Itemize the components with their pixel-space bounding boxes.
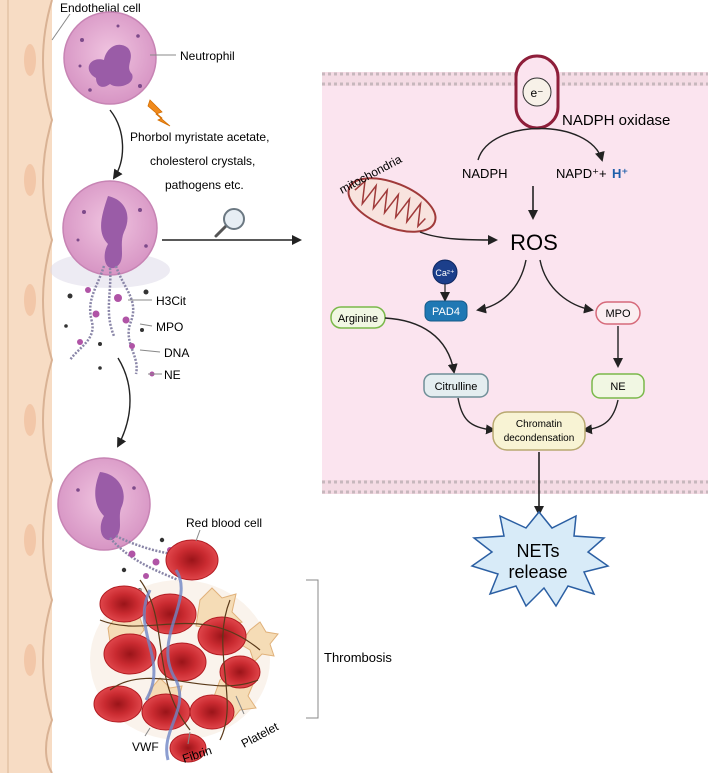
citrulline-label: Citrulline — [435, 381, 478, 393]
neutrophil-netosis — [50, 180, 170, 375]
pad4-label: PAD4 — [432, 306, 460, 318]
stimuli-line-1: Phorbol myristate acetate, — [130, 130, 269, 144]
arrow-citrulline-chromatin — [457, 397, 496, 435]
electron-label: e⁻ — [530, 86, 543, 100]
mpo-node-label: MPO — [605, 308, 631, 320]
magnifier-icon — [214, 208, 245, 238]
arrow-mito-ros — [419, 231, 498, 245]
ne-node — [591, 373, 645, 399]
neutrophil-resting — [63, 11, 157, 105]
chromatin-line-1: Chromatin — [516, 419, 562, 430]
dna-label: DNA — [164, 346, 189, 360]
chromatin-node — [492, 411, 586, 451]
thrombosis-bracket — [306, 579, 319, 719]
rbc-label: Red blood cell — [186, 516, 262, 530]
platelet-label: Platelet — [239, 719, 282, 750]
neutrophil-label: Neutrophil — [180, 49, 235, 63]
arrow-nadph-oxidation — [477, 127, 605, 162]
mpo-leader — [139, 323, 153, 327]
mpo-node — [595, 301, 641, 325]
h3cit-label: H3Cit — [156, 294, 187, 308]
ne-legend-label: NE — [164, 368, 181, 382]
lightning-icon — [147, 99, 171, 127]
endothelial-leader — [51, 13, 71, 41]
nadph-label: NADPH — [462, 166, 508, 181]
arginine-node — [330, 306, 386, 329]
arrow-net-thrombosis — [117, 357, 131, 448]
vwf-leader — [144, 727, 151, 737]
nadp-plus-label: NAPD⁺+ — [556, 166, 607, 181]
vwf-label: VWF — [132, 740, 159, 754]
nets-line-1: NETs — [516, 541, 559, 561]
dna-leader — [139, 349, 161, 353]
fibrin-leader — [187, 731, 191, 745]
thrombosis-label: Thrombosis — [324, 650, 392, 665]
chromatin-line-2: decondensation — [504, 433, 575, 444]
mpo-legend-label: MPO — [156, 320, 183, 334]
nadph-oxidase-label: NADPH oxidase — [562, 112, 670, 129]
thrombus — [90, 539, 279, 763]
arrow-ne-chromatin — [582, 399, 619, 435]
platelet-leader — [235, 695, 245, 715]
nets-line-2: release — [508, 562, 567, 582]
pad4-node — [424, 300, 468, 322]
endothelium — [0, 0, 54, 773]
neutrophil-thrombus — [57, 457, 197, 592]
nadph-oxidase-complex — [514, 54, 560, 130]
arrow-ros-pad4 — [476, 259, 527, 314]
ros-label: ROS — [510, 230, 558, 255]
ne-node-label: NE — [610, 381, 625, 393]
arginine-label: Arginine — [338, 313, 378, 325]
arrow-ros-mpo — [539, 259, 594, 314]
stimuli-line-2: cholesterol crystals, — [150, 154, 255, 168]
endothelial-label: Endothelial cell — [60, 1, 141, 15]
h-plus-label: H⁺ — [612, 166, 628, 181]
stimuli-line-3: pathogens etc. — [165, 178, 244, 192]
arrow-activation — [109, 109, 124, 180]
rbc-leader — [195, 529, 201, 542]
arrow-arginine-citrulline — [384, 317, 458, 374]
calcium-label: Ca²⁺ — [435, 268, 455, 278]
citrulline-node — [423, 373, 489, 398]
mitochondria-icon — [347, 177, 437, 233]
nets-burst — [470, 510, 610, 608]
